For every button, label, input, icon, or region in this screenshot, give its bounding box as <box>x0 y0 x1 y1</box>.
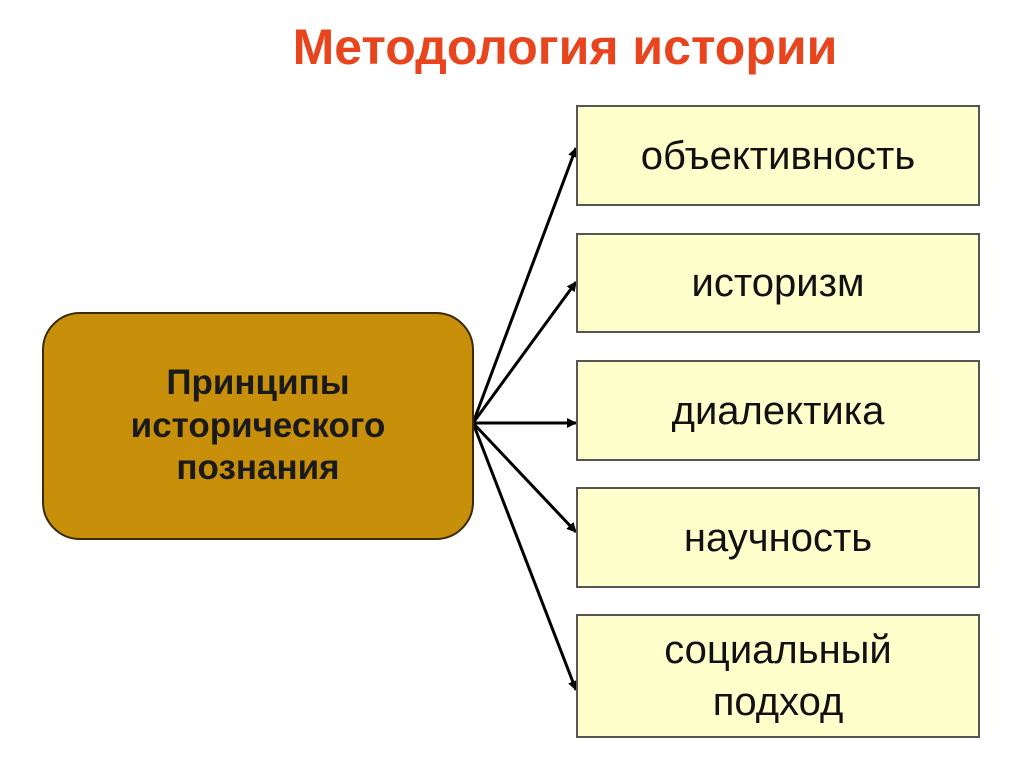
arrow-2 <box>471 281 578 424</box>
arrow-1 <box>471 147 578 424</box>
principle-box: историзм <box>576 233 980 333</box>
center-line: познания <box>176 448 340 488</box>
principle-box: объективность <box>576 105 980 206</box>
arrow-4 <box>471 421 578 534</box>
slide-title: Методология истории <box>292 19 838 75</box>
principle-box: диалектика <box>576 360 980 461</box>
center-line: исторического <box>130 405 386 445</box>
principle-box: научность <box>576 487 980 588</box>
arrow-5 <box>471 422 578 691</box>
principle-box: социальный подход <box>576 614 980 738</box>
center-line: Принципы <box>166 362 350 402</box>
